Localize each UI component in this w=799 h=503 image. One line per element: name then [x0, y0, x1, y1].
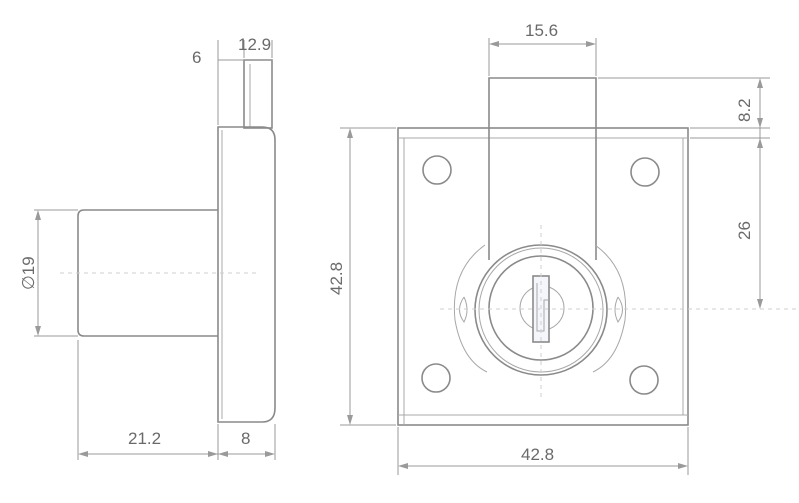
dim-bolt-width: 15.6 — [525, 21, 558, 40]
side-body — [217, 126, 276, 423]
mount-hole — [421, 363, 451, 393]
dim-side-tab-depth: 6 — [192, 48, 201, 67]
dim-cylinder-length: 21.2 — [128, 429, 161, 448]
key-cylinder — [453, 244, 627, 376]
dim-bolt-to-center: 26 — [735, 221, 754, 240]
front-view: 15.6 8.2 26 42.8 42.8 — [327, 21, 799, 475]
dim-side-tab-width: 12.9 — [238, 35, 271, 54]
dim-plate-height: 42.8 — [327, 262, 346, 295]
dim-cylinder-diameter: ∅19 — [19, 256, 38, 290]
mount-hole — [422, 155, 452, 185]
mount-hole — [630, 157, 660, 187]
front-bolt — [488, 77, 597, 260]
dim-bolt-projection: 8.2 — [735, 98, 754, 122]
dim-body-depth: 8 — [241, 429, 250, 448]
dim-plate-width: 42.8 — [521, 445, 554, 464]
side-view: 6 12.9 ∅19 21.2 8 — [19, 35, 276, 460]
mount-hole — [629, 365, 659, 395]
front-plate — [397, 127, 689, 426]
side-bolt-tab — [243, 59, 273, 129]
